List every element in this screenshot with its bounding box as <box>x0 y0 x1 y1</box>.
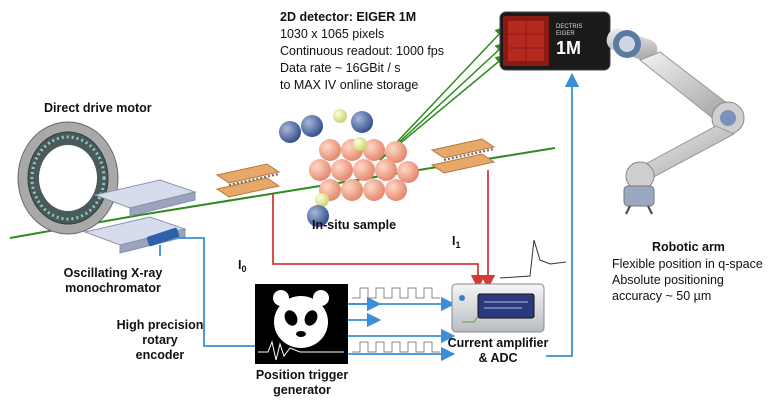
robot-title: Robotic arm <box>652 240 725 254</box>
current-amplifier-device <box>451 283 545 333</box>
direct-drive-motor <box>17 121 119 235</box>
encoder-label-line3: encoder <box>135 348 185 362</box>
amplifier-label: Current amplifier & ADC <box>436 336 560 366</box>
amplifier-label-line1: Current amplifier <box>447 336 549 350</box>
robot-line-3: accuracy ~ 50 µm <box>612 289 712 303</box>
mono-label: Oscillating X-ray monochromator <box>48 266 178 296</box>
control-lines <box>159 72 580 362</box>
sample-label: In-situ sample <box>312 218 397 232</box>
mono-label-line1: Oscillating X-ray <box>63 266 163 280</box>
detector-line-3: Data rate ~ 16GBit / s <box>280 61 401 75</box>
detector-line-2: Continuous readout: 1000 fps <box>280 44 445 58</box>
encoder-label-line2: rotary <box>142 333 178 347</box>
i0-label: I0 <box>238 258 247 277</box>
encoder-label-line1: High precision <box>116 318 204 332</box>
rotary-encoder <box>146 227 180 247</box>
in-situ-sample <box>279 109 419 227</box>
robotic-arm <box>606 28 745 215</box>
trigger-label-line2: generator <box>273 383 331 397</box>
detector-brand: DECTRIS <box>556 24 583 30</box>
detector-model: EIGER <box>556 31 575 37</box>
trigger-label-line1: Position trigger <box>255 368 349 382</box>
eiger-detector <box>499 11 611 71</box>
encoder-label: High precision rotary encoder <box>100 318 220 363</box>
i1-sub: 1 <box>455 240 461 250</box>
detector-badge: 1M <box>556 38 582 58</box>
mono-label-line2: monochromator <box>65 281 161 295</box>
robot-line-1: Flexible position in q-space <box>612 257 763 271</box>
detector-title: 2D detector: EIGER 1M <box>280 10 417 24</box>
signal-lines <box>272 170 496 290</box>
robot-line-2: Absolute positioning <box>612 273 724 287</box>
ion-chamber-i1 <box>430 138 496 174</box>
pulse-trains <box>352 287 440 353</box>
i0-sub: 0 <box>241 264 247 274</box>
i1-label: I1 <box>452 234 461 253</box>
signal-trace <box>499 239 567 279</box>
i0-main: I <box>238 258 242 272</box>
detector-line-4: to MAX IV online storage <box>280 78 419 92</box>
detector-line-1: 1030 x 1065 pixels <box>280 27 385 41</box>
ion-chamber-i0 <box>215 163 281 198</box>
trigger-generator-icon <box>255 284 348 364</box>
amplifier-label-line2: & ADC <box>478 351 518 365</box>
i1-main: I <box>452 234 456 248</box>
trigger-label: Position trigger generator <box>240 368 364 398</box>
motor-label: Direct drive motor <box>44 101 152 115</box>
